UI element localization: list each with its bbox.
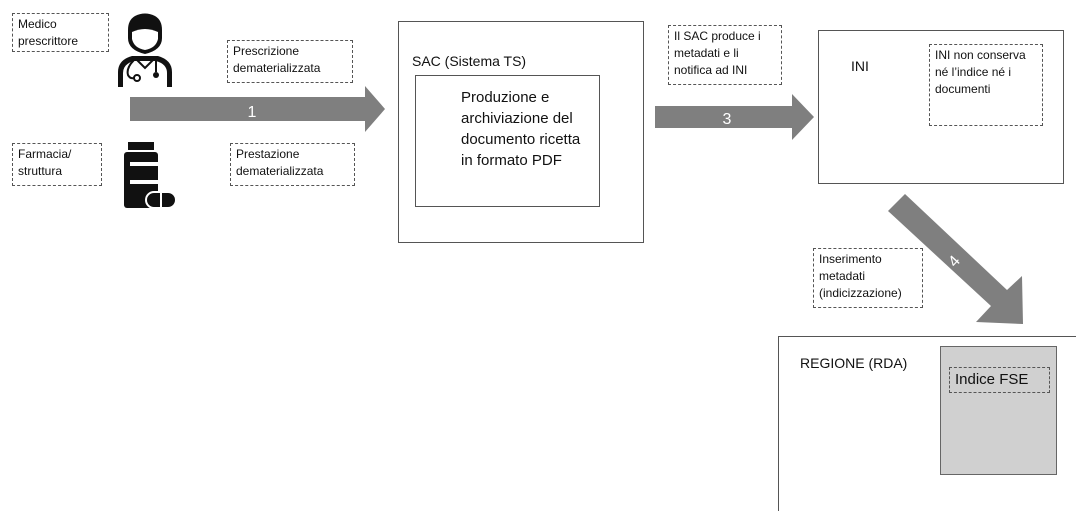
arrow-3 [655,94,814,140]
medicine-bottle-icon [120,140,178,214]
ini-note: INI non conserva né l’indice né i docume… [929,44,1043,126]
sac-inner-text: Produzione e archiviazione del documento… [461,89,581,169]
arrow-4 [888,194,1023,324]
arrow-3-label: 3 [723,111,732,128]
prestazione-note: Prestazione dematerializzata [230,143,355,186]
medico-label: Medico prescrittore [12,13,109,52]
sac-note: Il SAC produce i metadati e li notifica … [668,25,782,85]
arrow-1-label: 1 [248,104,257,121]
ini-title: INI [851,58,869,74]
arrow-1 [130,86,385,132]
regione-box [778,336,1076,511]
indice-fse-block [940,346,1057,475]
indice-fse-label: Indice FSE [949,367,1050,393]
inserimento-note: Inserimento metadati (indicizzazione) [813,248,923,308]
regione-title: REGIONE (RDA) [800,355,908,371]
prescrizione-note: Prescrizione dematerializzata [227,40,353,83]
doctor-icon [110,12,180,87]
sac-inner-box [415,75,600,207]
farmacia-label: Farmacia/ struttura [12,143,102,186]
sac-title: SAC (Sistema TS) [412,53,527,69]
